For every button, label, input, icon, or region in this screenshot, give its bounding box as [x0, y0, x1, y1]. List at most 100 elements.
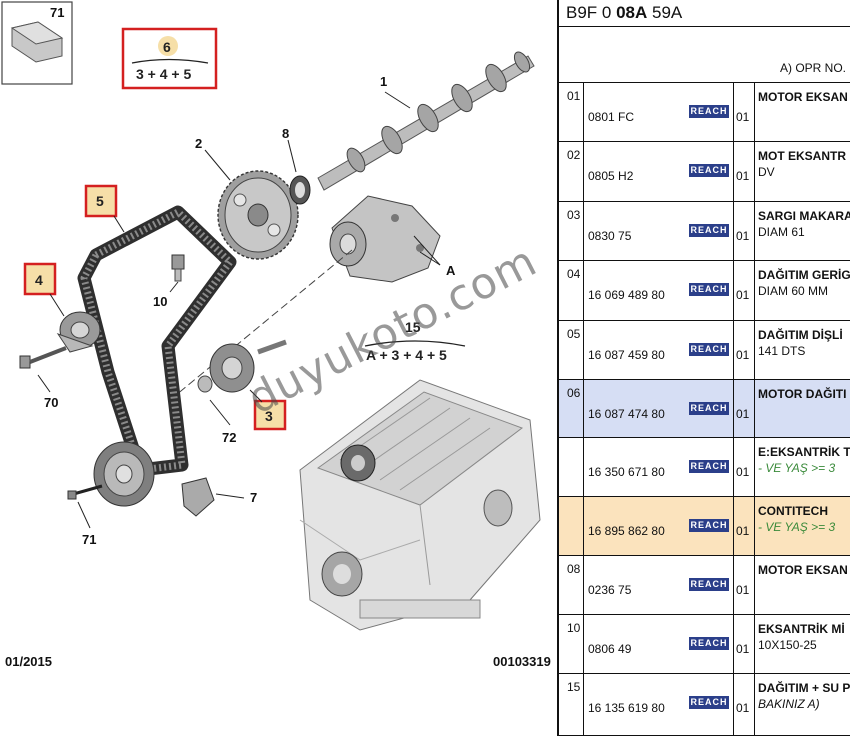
- quantity-cell: [733, 556, 755, 614]
- part-description: MOTOR EKSAN: [758, 563, 848, 577]
- quantity: 01: [736, 229, 750, 243]
- callout-71[interactable]: 71: [82, 532, 96, 547]
- diagram-code: 00103319: [493, 654, 551, 669]
- part-detail: 10X150-25: [758, 638, 817, 652]
- quantity-cell: [733, 615, 755, 673]
- part-description: DAĞITIM DİŞLİ: [758, 328, 843, 342]
- part-reference[interactable]: 16 135 619 80: [588, 701, 665, 715]
- callout-1[interactable]: 1: [380, 74, 387, 89]
- thumbnail-71[interactable]: 71: [1, 1, 73, 85]
- parts-table: B9F 0 08A 59A A) OPR NO. 01 0801 FC REACH 0…: [557, 0, 850, 736]
- reach-badge: REACH: [689, 460, 729, 473]
- part-description: MOTOR DAĞITI: [758, 387, 847, 401]
- row-number-cell: [559, 321, 584, 379]
- callout-2[interactable]: 2: [195, 136, 202, 151]
- marker-3-label: 3: [265, 408, 273, 424]
- callout-A[interactable]: A: [446, 263, 456, 278]
- table-row[interactable]: 10 0806 49 REACH 01 EKSANTRİK Mİ 10X150-25: [559, 615, 850, 674]
- part-reference[interactable]: 0806 49: [588, 642, 632, 656]
- camshaft-drawing: [317, 51, 535, 191]
- row-number-cell: [559, 497, 584, 555]
- reach-badge: REACH: [689, 519, 729, 532]
- quantity: 01: [736, 465, 750, 479]
- catalog-code-bold: 08A: [616, 3, 648, 22]
- marker-5[interactable]: 5: [84, 184, 125, 233]
- quantity: 01: [736, 583, 750, 597]
- assembly-formula: A + 3 + 4 + 5: [366, 347, 447, 363]
- callout-72[interactable]: 72: [222, 430, 236, 445]
- quantity-cell: [733, 380, 755, 437]
- reach-badge: REACH: [689, 637, 729, 650]
- part-reference[interactable]: 16 087 459 80: [588, 348, 665, 362]
- part-detail: DV: [758, 165, 775, 179]
- engine-block: [299, 379, 541, 631]
- reach-badge: REACH: [689, 283, 729, 296]
- diagram-canvas: 71 6 3 + 4 + 5 1: [1, 1, 551, 669]
- callout-70[interactable]: 70: [44, 395, 58, 410]
- quantity: 01: [736, 348, 750, 362]
- marker-4[interactable]: 4: [23, 262, 65, 317]
- part-reference[interactable]: 0236 75: [588, 583, 632, 597]
- quantity: 01: [736, 169, 750, 183]
- part-reference[interactable]: 16 895 862 80: [588, 524, 665, 538]
- kit-legend-box: 6 3 + 4 + 5: [121, 27, 218, 90]
- reach-badge: REACH: [689, 105, 729, 118]
- row-number-cell: [559, 261, 584, 320]
- row-number: 01: [567, 89, 581, 103]
- opr-label: A) OPR NO.: [779, 61, 846, 75]
- catalog-code-suffix: 59A: [652, 3, 683, 22]
- part-reference[interactable]: 16 069 489 80: [588, 288, 665, 302]
- row-number: 15: [567, 680, 581, 694]
- quantity: 01: [736, 288, 750, 302]
- assembly-label: 15 A + 3 + 4 + 5: [364, 319, 466, 363]
- tensioner-pulley: [56, 311, 101, 353]
- part-reference[interactable]: 0830 75: [588, 229, 632, 243]
- row-number: 04: [567, 267, 581, 281]
- part-description: DAĞITIM + SU P: [758, 681, 850, 695]
- quantity-cell: [733, 202, 755, 260]
- part-reference[interactable]: 0801 FC: [588, 110, 635, 124]
- row-number: 06: [567, 386, 581, 400]
- part-detail: DIAM 61: [758, 225, 805, 239]
- part-detail: - VE YAŞ >= 3: [758, 461, 836, 475]
- reach-badge: REACH: [689, 402, 729, 415]
- assembly-number: 15: [405, 319, 421, 335]
- row-number: 02: [567, 148, 581, 162]
- marker-4-label: 4: [35, 272, 43, 288]
- callout-10[interactable]: 10: [153, 294, 167, 309]
- diagram-date: 01/2015: [5, 654, 52, 669]
- bracket-7: [181, 477, 245, 517]
- part-description: EKSANTRİK Mİ: [758, 622, 845, 636]
- timing-belt: [77, 205, 237, 477]
- row-number: 03: [567, 208, 581, 222]
- row-number: 08: [567, 562, 581, 576]
- part-reference[interactable]: 0805 H2: [588, 169, 634, 183]
- marker-5-label: 5: [96, 193, 104, 209]
- part-description: MOT EKSANTR: [758, 149, 846, 163]
- catalog-code-prefix: B9F 0: [566, 3, 612, 22]
- header-divider: [559, 26, 850, 27]
- callout-8[interactable]: 8: [282, 126, 289, 141]
- marker-3[interactable]: 3: [249, 389, 287, 431]
- quantity-cell: [733, 438, 755, 496]
- row-number: 10: [567, 621, 581, 635]
- part-reference[interactable]: 16 087 474 80: [588, 407, 665, 421]
- row-number-cell: [559, 380, 584, 437]
- part-reference[interactable]: 16 350 671 80: [588, 465, 665, 479]
- quantity: 01: [736, 642, 750, 656]
- callout-7[interactable]: 7: [250, 490, 257, 505]
- bolt-70: [19, 346, 67, 393]
- quantity-cell: [733, 261, 755, 320]
- quantity-cell: [733, 83, 755, 141]
- part-description: SARGI MAKARA: [758, 209, 850, 223]
